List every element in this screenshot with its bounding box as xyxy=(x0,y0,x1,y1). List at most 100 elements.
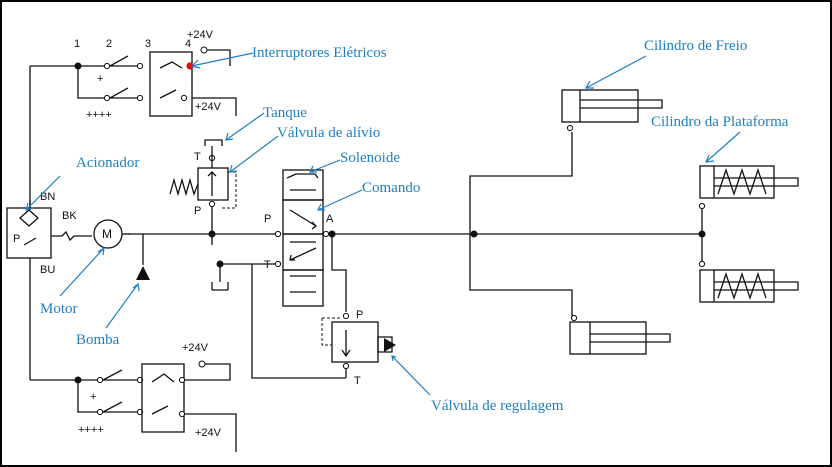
arrow-interruptores xyxy=(190,52,254,69)
acionador-box xyxy=(6,207,52,259)
brake-cylinder-bottom-body xyxy=(569,321,647,355)
bottom-relay-contact xyxy=(151,405,169,415)
bn-label: BN xyxy=(40,191,55,203)
driver-to-motor-wire xyxy=(51,230,92,242)
valve-upper-arrow xyxy=(289,209,317,230)
top-relay-coil xyxy=(159,61,183,69)
top-switch-block: 1 2 3 4 +24V + ++++ +24V xyxy=(29,29,237,210)
valve-middle-section xyxy=(282,233,324,271)
pump-triangle-icon xyxy=(136,266,150,280)
callout-labels: Interruptores Elétricos Cilindro de Frei… xyxy=(40,38,789,414)
callout-motor: Motor xyxy=(40,301,78,317)
callout-acionador: Acionador xyxy=(76,155,139,171)
callout-comando: Comando xyxy=(362,180,420,196)
relief-t-label: T xyxy=(194,151,201,163)
spring-icon xyxy=(717,271,767,301)
valve-a-port xyxy=(322,230,330,238)
valve-p-port xyxy=(274,230,282,238)
polarity-bot-label: ++++ xyxy=(78,424,104,436)
regulator-pilot xyxy=(321,317,340,346)
pin-1-label: 1 xyxy=(74,38,80,50)
callout-valvula-regulagem: Válvula de regulagem xyxy=(431,398,564,414)
platform-node xyxy=(698,230,706,238)
top-contact-blade-2 xyxy=(109,87,129,99)
supply-top-2-label: +24V xyxy=(195,101,222,113)
pin-4-label: 4 xyxy=(185,38,191,50)
top-relay-box xyxy=(149,51,193,117)
platform-cylinder-top-rod xyxy=(714,177,799,187)
top-contact-terminal-d xyxy=(136,94,144,102)
relief-valve-arrow xyxy=(207,171,217,196)
supply-top-1-terminal xyxy=(200,46,208,54)
reg-t-port xyxy=(342,362,350,370)
valve-t-label: T xyxy=(264,259,271,271)
arrow-acionador xyxy=(25,175,61,211)
valve-a-label: A xyxy=(326,213,334,225)
brake-cylinder-top-port xyxy=(566,124,574,132)
top-contact-terminal-c xyxy=(103,94,111,102)
bu-label: BU xyxy=(40,264,55,276)
callout-valvula-alivio: Válvula de alívio xyxy=(277,125,380,141)
arrow-solenoide xyxy=(309,159,341,173)
arrow-valvula-alivio xyxy=(229,135,279,173)
regulator-arrow-head-icon xyxy=(384,338,396,352)
polarity-top-label: ++++ xyxy=(86,109,112,121)
bottom-contact-terminal-a xyxy=(96,376,104,384)
reg-t-label: T xyxy=(354,375,361,387)
platform-cylinder-bottom-body xyxy=(699,269,775,303)
cylinders xyxy=(469,89,799,355)
regulator-arrow xyxy=(341,330,351,358)
callout-arrows xyxy=(25,52,741,396)
valve-upper-section xyxy=(282,199,324,235)
brake-cylinder-line-bottom xyxy=(469,234,573,318)
supply-top-1-wire xyxy=(207,49,231,66)
callout-cilindro-freio: Cilindro de Freio xyxy=(644,38,747,54)
regulator-actuator xyxy=(377,336,393,353)
relief-p-port xyxy=(208,200,216,208)
top-contact-terminal-a xyxy=(103,62,111,70)
bottom-relay-terminal-bottom xyxy=(178,410,186,418)
regulator-body xyxy=(331,321,379,363)
top-contact-marker xyxy=(186,62,194,70)
bottom-relay-coil xyxy=(151,373,175,383)
arrow-motor xyxy=(59,246,105,297)
solenoid-coil-icon xyxy=(286,173,319,179)
regulating-valve: P T xyxy=(321,233,470,387)
platform-cylinder-bottom-rod xyxy=(714,281,799,291)
top-relay-terminal xyxy=(180,94,188,102)
arrow-cilindro-plataforma xyxy=(705,131,741,163)
valve-middle-arrow xyxy=(289,241,317,261)
supply-bot-2-label: +24V xyxy=(195,427,222,439)
valve-t-port xyxy=(274,260,282,268)
valve-lower-flow xyxy=(290,275,316,293)
platform-cylinder-bottom-port xyxy=(698,260,706,268)
brake-cylinder-top-body xyxy=(561,89,639,123)
callout-bomba: Bomba xyxy=(76,332,120,348)
regulator-return-wire xyxy=(251,264,346,379)
pin-2-label: 2 xyxy=(106,38,112,50)
arrow-tanque xyxy=(225,112,265,141)
brake-cylinder-bottom-port xyxy=(570,314,578,322)
valve-lower-section xyxy=(282,269,324,307)
driver-p-label: P xyxy=(13,233,20,245)
acionador-sensor-icon xyxy=(19,209,39,227)
supply-top-2-wire xyxy=(192,97,237,116)
motor-to-pump-wire xyxy=(128,233,144,265)
supply-top-1-label: +24V xyxy=(187,29,214,41)
reg-p-label: P xyxy=(356,309,363,321)
valve-p-label: P xyxy=(264,213,271,225)
supply-bot-2-wire xyxy=(185,413,237,452)
tank-symbol xyxy=(204,139,223,146)
top-branch-wire xyxy=(77,66,140,99)
callout-solenoide: Solenoide xyxy=(340,150,400,166)
relief-valve-group: T P xyxy=(169,139,237,245)
arrow-cilindro-freio xyxy=(584,55,647,89)
supply-bot-1-label: +24V xyxy=(182,342,209,354)
reg-p-port xyxy=(342,312,350,320)
driver-contact xyxy=(23,237,37,246)
bottom-switch-block: + ++++ +24V +24V xyxy=(30,342,237,452)
callout-cilindro-plataforma: Cilindro da Plataforma xyxy=(651,114,789,130)
brake-cylinder-bottom-rod xyxy=(590,333,671,343)
